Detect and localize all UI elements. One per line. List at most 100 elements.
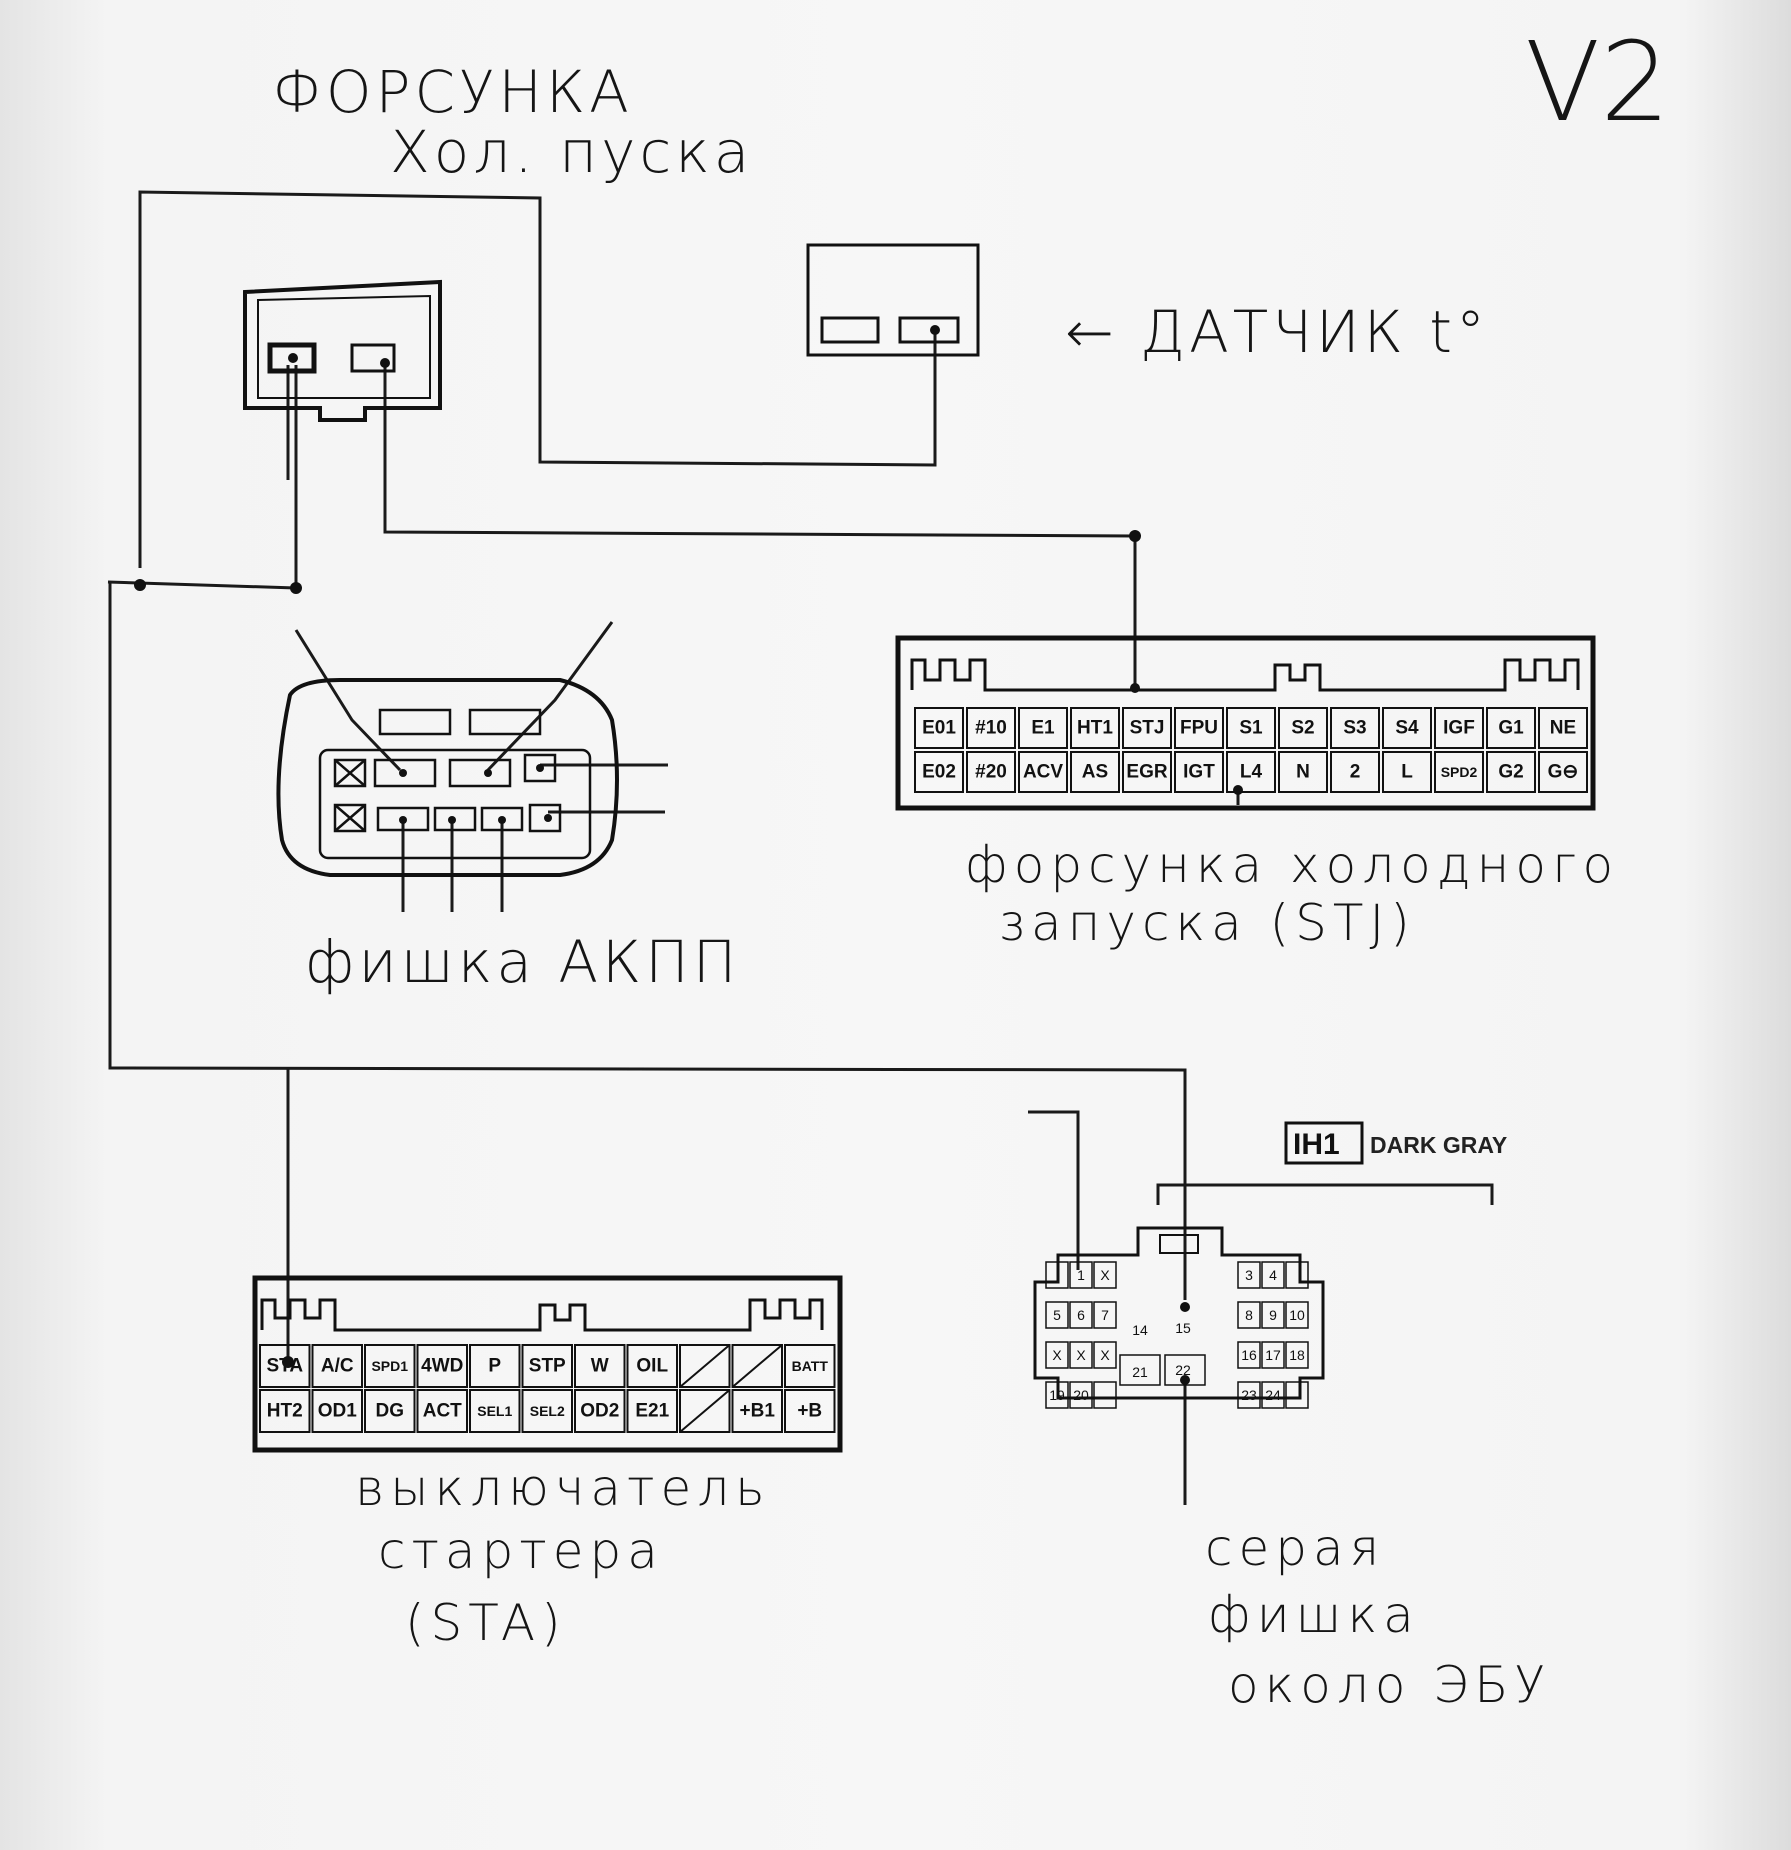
ecu-bottom-pin-label: OD2 (580, 1401, 619, 1422)
gray-plug-cell (1069, 1341, 1093, 1369)
gray-plug-pin-label: X (1052, 1347, 1062, 1363)
ecu-bottom-pin-cell (259, 1389, 311, 1433)
ecu-bottom-pin-label: STP (529, 1356, 566, 1377)
gray-plug-center-label: 14 (1132, 1322, 1148, 1338)
ecu-top-pin-cell (1538, 751, 1588, 793)
ecu-bottom-pin-cell (626, 1344, 678, 1388)
gray-plug-pin-label: 7 (1101, 1307, 1109, 1323)
ecu-top-pin-label: IGF (1443, 718, 1475, 739)
wire-gray-plug-1 (1028, 1110, 1080, 1270)
ecu-bottom-pin-label: A/C (321, 1356, 354, 1377)
gray-plug-cell (1069, 1261, 1093, 1289)
gray-plug-cell (1093, 1341, 1117, 1369)
ecu-bottom-pin-label: +B1 (740, 1401, 776, 1422)
ecu-top-pin-label: IGT (1183, 762, 1215, 783)
ecu-top-pin-label: FPU (1180, 718, 1218, 739)
ecu-bottom-pin-label: HT2 (267, 1401, 303, 1422)
ecu-top-pin-cell (914, 707, 964, 749)
ecu-top-pin-label: S4 (1395, 718, 1419, 739)
gray-plug-cell (1237, 1381, 1261, 1409)
gray-plug-cell (1261, 1341, 1285, 1369)
ecu-top-pin-cell (1382, 707, 1432, 749)
gray-plug-pin-label: X (1076, 1347, 1086, 1363)
ecu-bottom-pin-label: E21 (635, 1401, 669, 1422)
ecu-bottom-pin-cell (679, 1389, 731, 1433)
gray-plug-cell (1093, 1261, 1117, 1289)
ecu-bottom-pin-cell (259, 1344, 311, 1388)
ecu-bottom-pin-cell (311, 1344, 363, 1388)
ecu-top-pin-cell (1382, 751, 1432, 793)
ecu-top-pin-cell (966, 707, 1016, 749)
gray-plug-pin-label: 16 (1241, 1347, 1257, 1363)
ecu-top-pin-cell (1226, 707, 1276, 749)
ecu-top-pin-label: AS (1082, 762, 1108, 783)
stj-caption: форсунка холодного запуска (STJ) (965, 836, 1619, 952)
ecu-top-pin-cell (1486, 707, 1536, 749)
ecu-bottom-pin-label: +B (797, 1401, 822, 1422)
sta-caption-line-1: выключатель (355, 1459, 771, 1517)
wire-temp-sensor (138, 190, 937, 568)
ecu-top-pin-cell (1018, 707, 1068, 749)
ecu-bottom-pin-label: BATT (792, 1358, 829, 1374)
ecu-bottom-pin-label: P (488, 1356, 501, 1377)
gray-plug-center-label: 21 (1132, 1364, 1148, 1380)
ecu-top-pin-label: S1 (1239, 718, 1263, 739)
ecu-bottom-pin-cell (416, 1389, 468, 1433)
gray-caption-line-3: около ЭБУ (1228, 1656, 1551, 1714)
ecu-top-pin-label: E01 (922, 718, 956, 739)
ecu-bottom-pin-cell (784, 1389, 836, 1433)
ecu-top-pin-label: 2 (1350, 762, 1361, 783)
ecu-top-pin-cell (1174, 707, 1224, 749)
ecu-bottom-pin-cell (311, 1389, 363, 1433)
ecu-top-pin-cell (1330, 751, 1380, 793)
blank-pin-slash (731, 1344, 783, 1388)
gray-plug-cell (1261, 1381, 1285, 1409)
ecu-top-pin-label: E1 (1031, 718, 1055, 739)
ecu-bottom-pin-label: OIL (636, 1356, 668, 1377)
stj-caption-line-1: форсунка холодного (965, 836, 1619, 894)
gray-plug-pin-label: 1 (1077, 1267, 1085, 1283)
ecu-top-pin-cell (1226, 751, 1276, 793)
gray-plug-center-label: 22 (1175, 1362, 1191, 1378)
gray-caption-line-2: фишка (1208, 1586, 1420, 1644)
ecu-top-pin-label: G⊖ (1548, 762, 1579, 783)
ih1-color: DARK GRAY (1370, 1132, 1507, 1158)
ecu-top-pin-label: NE (1550, 718, 1576, 739)
temp-sensor-connector (806, 243, 980, 357)
ecu-bottom-pin-cell (521, 1344, 573, 1388)
sta-caption-line-3: (STA) (405, 1594, 567, 1652)
gray-plug-cell (1045, 1381, 1069, 1409)
ecu-bottom-pin-cell (416, 1344, 468, 1388)
wire-akpp-2 (486, 621, 614, 772)
gray-plug-cell (1093, 1381, 1117, 1409)
wire-akpp-1 (294, 629, 402, 772)
akpp-connector (276, 678, 619, 877)
ecu-top-pin-cell (1070, 707, 1120, 749)
gray-plug-cell (1119, 1354, 1161, 1386)
gray-plug-cell (1237, 1341, 1261, 1369)
cold-start-injector-connector (243, 279, 442, 422)
wire-stj (383, 365, 1137, 688)
ecu-bottom-pin-label: OD1 (318, 1401, 358, 1422)
gray-plug-pin-label: 18 (1289, 1347, 1305, 1363)
ecu-bottom-pin-cell (679, 1344, 731, 1388)
ecu-bottom-pin-cell (364, 1389, 416, 1433)
akpp-connector-label: фишка АКПП (305, 928, 740, 996)
ecu-bottom-pin-cell (731, 1344, 783, 1388)
ecu-bottom-pin-label: DG (376, 1401, 405, 1422)
gray-plug-pin-label: 19 (1049, 1387, 1065, 1403)
ecu-top-pin-label: HT1 (1077, 718, 1113, 739)
ecu-top-pin-cell (966, 751, 1016, 793)
junction-dot-2 (290, 582, 302, 594)
gray-plug-pin-label: 17 (1265, 1347, 1281, 1363)
ecu-bottom-pin-cell (574, 1344, 626, 1388)
ecu-connector-bottom: STAA/CSPD14WDPSTPWOILBATTHT2OD1DGACTSEL1… (252, 1275, 843, 1453)
ecu-top-pin-cell (1278, 707, 1328, 749)
gray-plug-cell (1045, 1301, 1069, 1329)
ecu-bottom-pin-label: W (591, 1356, 609, 1377)
gray-plug-pin-label: 23 (1241, 1387, 1257, 1403)
gray-plug-legend: IH1 DARK GRAY (1284, 1121, 1507, 1165)
junction-dot-3 (1129, 530, 1141, 542)
label-line-1: ФОРСУНКА (272, 58, 633, 126)
